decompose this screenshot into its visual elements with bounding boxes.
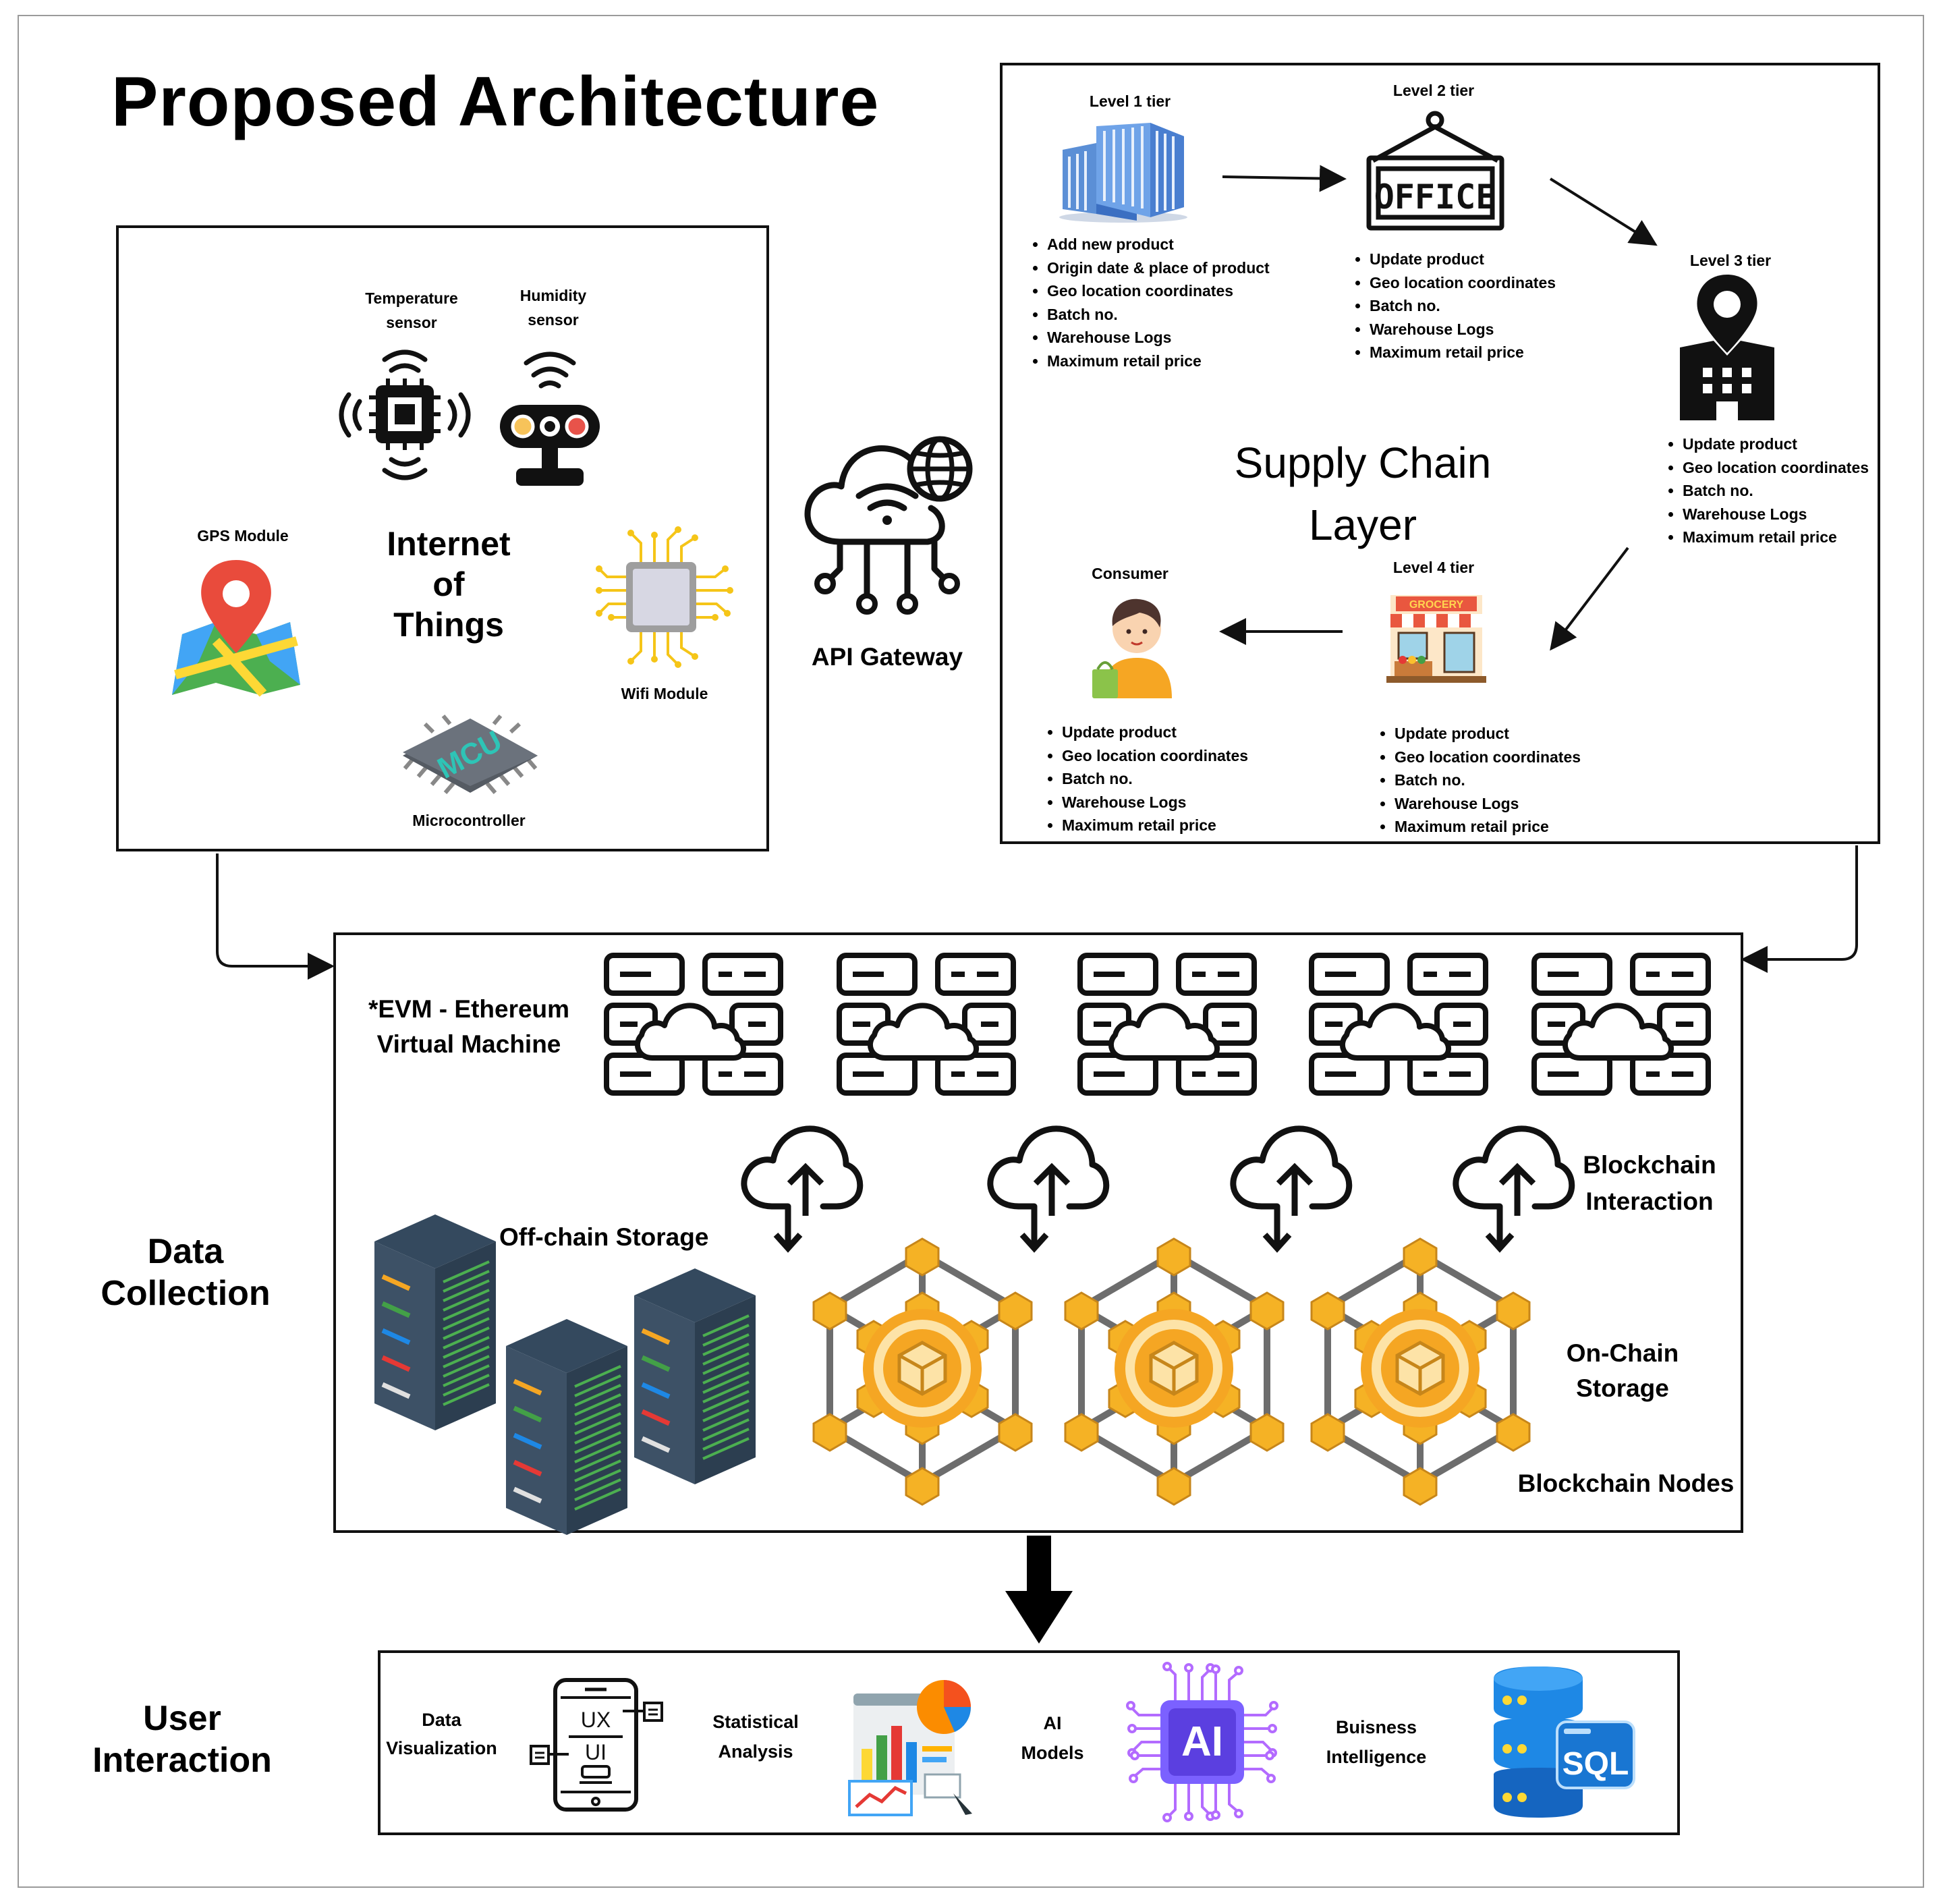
- on-chain-storage-label: On-Chain Storage: [1566, 1339, 1679, 1402]
- grocery-sign-text: GROCERY: [1409, 599, 1464, 611]
- arrow-level2-to-level3: [1549, 177, 1658, 246]
- server-rack-icon-3: [634, 1268, 756, 1484]
- arrow-level3-to-level4: [1550, 547, 1629, 651]
- level1-items: Add new product Origin date & place of p…: [1032, 233, 1270, 372]
- data-visualization-label: Data Visualization: [386, 1710, 497, 1758]
- ux-text: UX: [581, 1708, 611, 1732]
- blockchain-node-icon-2: [1064, 1237, 1285, 1506]
- cloud-sync-icon-2: [987, 1125, 1110, 1253]
- api-gateway-icon: [804, 436, 973, 615]
- diagram-frame: [18, 15, 1924, 1888]
- ui-text: UI: [585, 1740, 607, 1764]
- ux-ui-phone-icon: UX UI: [530, 1678, 663, 1812]
- server-rack-icon-2: [506, 1319, 627, 1535]
- level2-label: Level 2 tier: [1392, 82, 1475, 99]
- level4-label: Level 4 tier: [1392, 559, 1475, 576]
- consumer-items: Update product Geo location coordinates …: [1047, 721, 1248, 837]
- business-intelligence-label: Buisness Intelligence: [1326, 1717, 1427, 1767]
- iot-heading: Internet of Things: [387, 525, 511, 644]
- sql-database-icon: SQL: [1494, 1667, 1635, 1818]
- level2-office-sign-icon: OFFICE: [1366, 111, 1504, 231]
- wifi-module-icon: [596, 526, 733, 668]
- ai-chip-text: AI: [1181, 1718, 1223, 1765]
- cloud-sync-icon-1: [741, 1125, 864, 1253]
- level4-grocery-store-icon: GROCERY: [1386, 595, 1486, 683]
- arrow-supply-chain-to-data-collection: [1741, 845, 1858, 973]
- evm-label: *EVM - Ethereum Virtual Machine: [368, 995, 570, 1058]
- user-interaction-label: User Interaction: [92, 1699, 272, 1780]
- level1-building-icon: [1059, 123, 1187, 223]
- consumer-label: Consumer: [1092, 565, 1168, 582]
- cloud-sync-icon-3: [1230, 1125, 1353, 1253]
- off-chain-storage-label: Off-chain Storage: [499, 1223, 709, 1251]
- gps-map-icon: [172, 560, 300, 697]
- blockchain-nodes-label: Blockchain Nodes: [1517, 1469, 1735, 1497]
- data-collection-label: Data Collection: [101, 1232, 271, 1313]
- server-rack-icon-1: [374, 1214, 496, 1430]
- blockchain-node-icon-1: [812, 1237, 1033, 1506]
- evm-cloud-server-icon-1: [604, 953, 783, 1096]
- blockchain-node-icon-3: [1310, 1237, 1531, 1506]
- arrow-iot-to-data-collection: [216, 853, 335, 980]
- evm-cloud-server-icon-4: [1309, 953, 1488, 1096]
- page-title: Proposed Architecture: [111, 63, 880, 141]
- consumer-person-icon: [1092, 598, 1172, 698]
- ai-chip-icon: AI: [1126, 1662, 1278, 1822]
- gps-module-label: GPS Module: [197, 527, 289, 544]
- api-gateway-label: API Gateway: [811, 643, 963, 671]
- level3-items: Update product Geo location coordinates …: [1668, 432, 1869, 549]
- level4-items: Update product Geo location coordinates …: [1380, 722, 1581, 839]
- level3-label: Level 3 tier: [1689, 252, 1772, 269]
- temperature-sensor-icon: [339, 349, 471, 480]
- evm-cloud-server-icon-2: [837, 953, 1016, 1096]
- down-arrow-icon: [1005, 1536, 1073, 1644]
- evm-cloud-server-icon-3: [1077, 953, 1257, 1096]
- level3-location-building-icon: [1680, 275, 1774, 420]
- blockchain-interaction-label: Blockchain Interaction: [1583, 1151, 1716, 1215]
- level1-label: Level 1 tier: [1089, 92, 1171, 110]
- office-sign-text: OFFICE: [1374, 177, 1496, 217]
- level2-items: Update product Geo location coordinates …: [1355, 248, 1556, 364]
- temperature-sensor-label: Temperature sensor: [365, 289, 458, 331]
- humidity-sensor-icon: [500, 352, 600, 486]
- humidity-sensor-label: Humidity sensor: [519, 287, 587, 329]
- supply-chain-heading: Supply Chain Layer: [1234, 439, 1492, 549]
- wifi-module-label: Wifi Module: [621, 685, 708, 702]
- sql-text: SQL: [1562, 1746, 1629, 1782]
- ai-models-label: AI Models: [1021, 1713, 1084, 1763]
- cloud-sync-icon-4: [1453, 1125, 1575, 1253]
- microcontroller-icon: MCU: [403, 715, 538, 794]
- statistical-analysis-icon: [848, 1680, 972, 1816]
- evm-cloud-server-icon-5: [1531, 953, 1711, 1096]
- arrow-level1-to-level2: [1222, 165, 1347, 192]
- microcontroller-label: Microcontroller: [412, 812, 526, 829]
- statistical-analysis-label: Statistical Analysis: [712, 1712, 799, 1762]
